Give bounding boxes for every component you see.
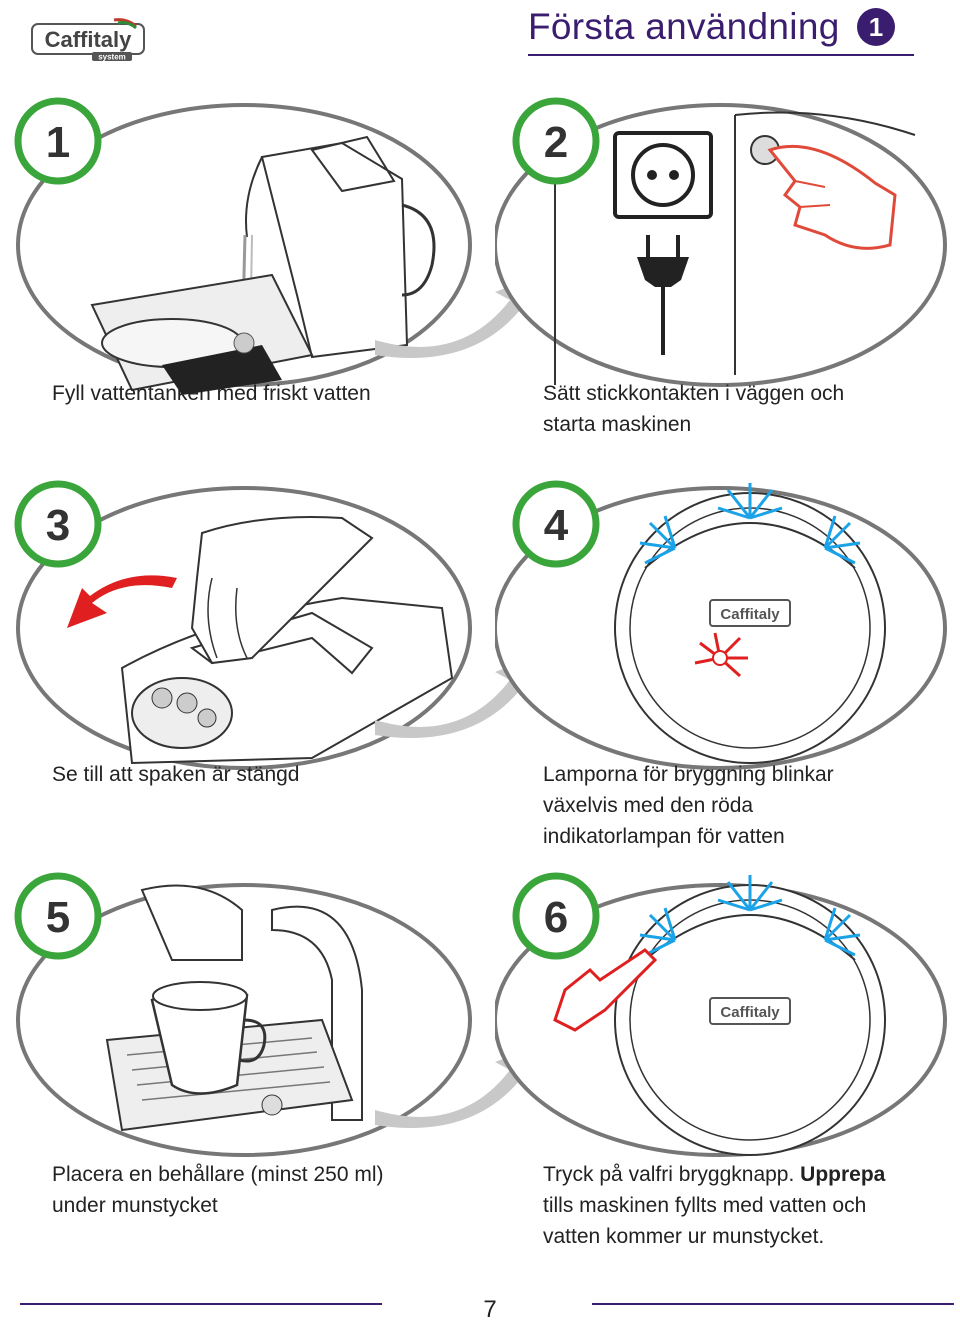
step-2-illustration bbox=[493, 95, 955, 395]
step-2-caption: Sätt stickkontakten i väggen och starta … bbox=[543, 378, 943, 440]
step-3-badge: 3 bbox=[12, 478, 104, 570]
step-6-number: 6 bbox=[544, 893, 568, 942]
caption-line: indikatorlampan för vatten bbox=[543, 825, 785, 848]
title-divider bbox=[528, 54, 914, 56]
step-3-number: 3 bbox=[46, 501, 70, 550]
step-4-illustration: Caffitaly bbox=[493, 478, 955, 778]
step-1-badge: 1 bbox=[12, 95, 104, 187]
step-2-badge: 2 bbox=[510, 95, 602, 187]
step-3-illustration bbox=[12, 478, 472, 778]
step-6-caption: Tryck på valfri bryggknapp. Upprepa till… bbox=[543, 1159, 943, 1252]
caption-line: Placera en behållare (minst 250 ml) bbox=[52, 1163, 384, 1186]
caption-line: växelvis med den röda bbox=[543, 794, 754, 817]
caption-line: Lamporna för bryggning blinkar bbox=[543, 763, 834, 786]
caption-line: under munstycket bbox=[52, 1194, 218, 1217]
footer-rule-right bbox=[592, 1303, 954, 1305]
panel-logo: Caffitaly bbox=[720, 1004, 780, 1021]
caption-line: vatten kommer ur munstycket. bbox=[543, 1225, 825, 1248]
caffitaly-logo: Caffitaly system bbox=[30, 18, 148, 62]
step-4-number: 4 bbox=[544, 501, 569, 550]
caption-line: Se till att spaken är stängd bbox=[52, 763, 300, 786]
caption-line: tills maskinen fyllts med vatten och bbox=[543, 1194, 867, 1217]
step-2-number: 2 bbox=[544, 118, 568, 167]
panel-logo: Caffitaly bbox=[720, 606, 780, 623]
caption-line: starta maskinen bbox=[543, 413, 692, 436]
caption-emphasis: Upprepa bbox=[800, 1163, 886, 1186]
step-6-illustration: Caffitaly bbox=[493, 870, 955, 1170]
section-number-badge: 1 bbox=[857, 8, 895, 46]
caption-line: Tryck på valfri bryggknapp. Upprepa bbox=[543, 1159, 943, 1190]
logo-subtext: system bbox=[98, 53, 126, 62]
step-4-badge: 4 bbox=[510, 478, 602, 570]
logo-text: Caffitaly bbox=[45, 27, 133, 52]
caption-line: Fyll vattentanken med friskt vatten bbox=[52, 382, 371, 405]
caption-line: Sätt stickkontakten i väggen och bbox=[543, 382, 845, 405]
step-6-badge: 6 bbox=[510, 870, 602, 962]
step-4-caption: Lamporna för bryggning blinkar växelvis … bbox=[543, 759, 943, 852]
page-title: Första användning bbox=[528, 6, 840, 47]
step-5-caption: Placera en behållare (minst 250 ml) unde… bbox=[52, 1159, 452, 1221]
step-1-number: 1 bbox=[46, 118, 70, 167]
step-1-caption: Fyll vattentanken med friskt vatten bbox=[52, 378, 452, 409]
step-1-illustration bbox=[12, 95, 472, 395]
step-5-badge: 5 bbox=[12, 870, 104, 962]
step-5-illustration bbox=[12, 870, 472, 1170]
step-5-number: 5 bbox=[46, 893, 70, 942]
caption-plain: Tryck på valfri bryggknapp. bbox=[543, 1163, 801, 1186]
step-3-caption: Se till att spaken är stängd bbox=[52, 759, 452, 790]
footer-rule-left bbox=[20, 1303, 382, 1305]
page-number: 7 bbox=[483, 1296, 497, 1323]
